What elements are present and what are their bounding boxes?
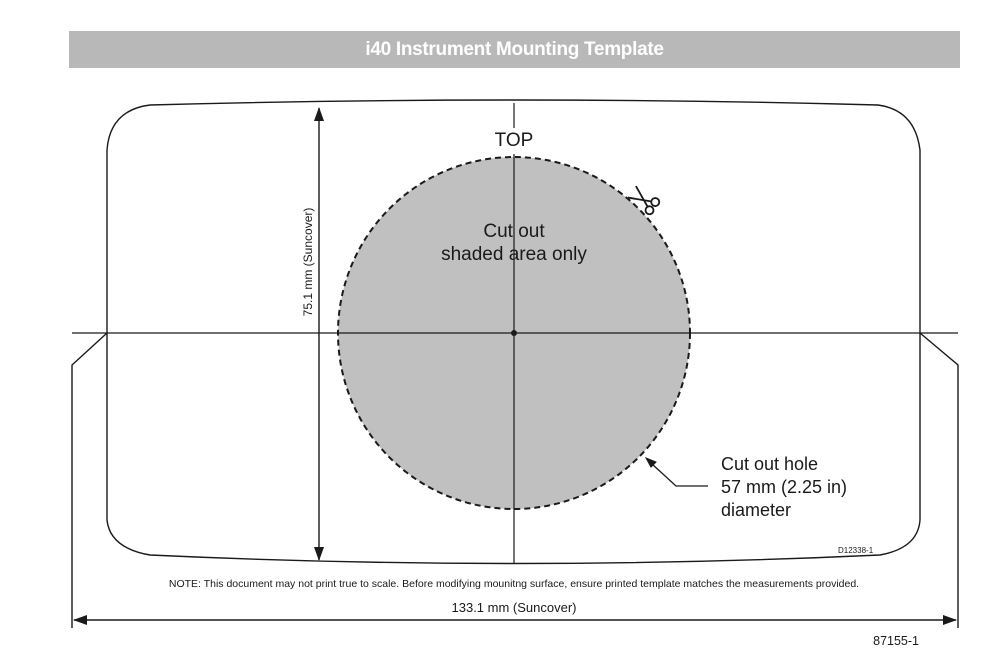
hole-callout-arrowhead [644, 457, 657, 468]
top-label: TOP [495, 130, 534, 151]
page-title: i40 Instrument Mounting Template [365, 38, 664, 60]
width-dimension-label: 133.1 mm (Suncover) [452, 600, 577, 615]
hole-note-line3: diameter [721, 500, 791, 520]
scissors-icon [627, 185, 661, 216]
right-wing-outline [919, 332, 959, 628]
center-point [511, 330, 517, 336]
hole-callout-leader [651, 463, 708, 487]
scale-note: NOTE: This document may not print true t… [169, 578, 859, 590]
document-number: 87155-1 [873, 634, 919, 648]
left-wing-outline [71, 332, 108, 628]
cutout-instruction-line2: shaded area only [441, 244, 587, 265]
title-bar: i40 Instrument Mounting Template [69, 31, 960, 68]
cutout-instruction-line1: Cut out [483, 221, 545, 242]
suncover-outline [106, 99, 921, 565]
height-dimension-label: 75.1 mm (Suncover) [301, 208, 315, 317]
drawing-reference: D12338-1 [838, 546, 874, 555]
hole-note-line2: 57 mm (2.25 in) [721, 477, 847, 497]
hole-note-line1: Cut out hole [721, 454, 818, 474]
